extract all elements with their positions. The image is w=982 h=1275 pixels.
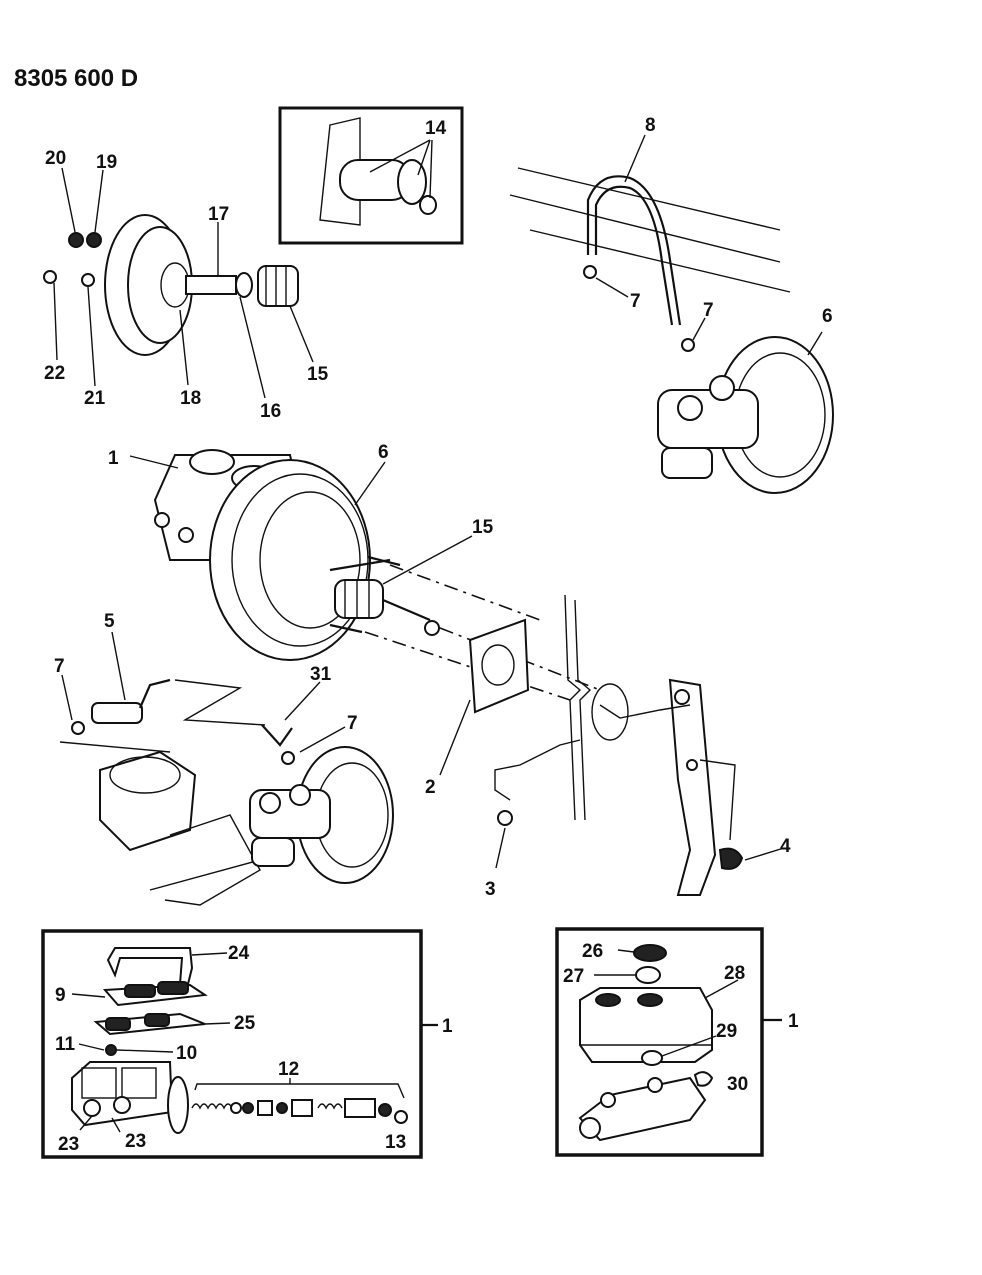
callout-22: 22 bbox=[44, 363, 65, 384]
detail-box-14 bbox=[278, 106, 464, 245]
callout-20: 20 bbox=[45, 148, 66, 169]
callout-5: 5 bbox=[104, 611, 115, 632]
callout-8: 8 bbox=[645, 115, 656, 136]
callout-1-box-right: 1 bbox=[788, 1011, 799, 1032]
clip-4-part bbox=[718, 847, 744, 870]
clamp-7-right bbox=[681, 338, 695, 352]
seal-27-part bbox=[635, 966, 661, 984]
callout-1-box-left: 1 bbox=[442, 1016, 453, 1037]
piston-kit-12-part bbox=[191, 1083, 408, 1124]
callout-13: 13 bbox=[385, 1132, 406, 1153]
washer-22-part bbox=[43, 270, 57, 284]
hose-31-part bbox=[261, 724, 293, 747]
booster-exploded-group bbox=[43, 167, 314, 399]
carburetor-part bbox=[99, 750, 197, 852]
callout-3: 3 bbox=[485, 879, 496, 900]
detail-box-right bbox=[555, 927, 782, 1157]
vacuum-hose-8 bbox=[586, 175, 682, 326]
callout-18: 18 bbox=[180, 388, 201, 409]
callout-21: 21 bbox=[84, 388, 106, 409]
pedal-bracket-part bbox=[668, 678, 717, 896]
callout-23-left: 23 bbox=[58, 1134, 79, 1155]
booster-shell-face bbox=[127, 226, 193, 344]
callout-29: 29 bbox=[716, 1021, 737, 1042]
callout-16: 16 bbox=[260, 401, 281, 422]
booster-6-part bbox=[209, 459, 371, 661]
callout-9: 9 bbox=[55, 985, 66, 1006]
callout-6-upper: 6 bbox=[822, 306, 833, 327]
pin-30-part bbox=[693, 1071, 714, 1087]
callout-1-main: 1 bbox=[108, 448, 119, 469]
cap-26-part bbox=[633, 944, 667, 962]
callout-14: 14 bbox=[425, 118, 447, 139]
drawing-number: 8305 600 D bbox=[14, 65, 138, 92]
callout-30: 30 bbox=[727, 1074, 748, 1095]
boot-15-main-part bbox=[334, 579, 384, 619]
bracket-plate bbox=[319, 117, 361, 226]
callout-27: 27 bbox=[563, 966, 584, 987]
grommet-10-part bbox=[105, 1044, 117, 1056]
firewall bbox=[564, 594, 582, 821]
callout-15-top: 15 bbox=[307, 364, 329, 385]
push-rod-part bbox=[185, 275, 237, 295]
callout-28: 28 bbox=[724, 963, 745, 984]
callout-7-upper-right: 7 bbox=[703, 300, 714, 321]
callout-23-right: 23 bbox=[125, 1131, 146, 1152]
grommet-29-part bbox=[641, 1050, 663, 1066]
nut-20-part bbox=[68, 232, 84, 248]
callout-4: 4 bbox=[780, 836, 791, 857]
gasket-2-part bbox=[468, 618, 530, 714]
callout-25: 25 bbox=[234, 1013, 256, 1034]
boot-15-part bbox=[257, 265, 299, 307]
callout-11: 11 bbox=[55, 1034, 76, 1055]
callout-7-upper-left: 7 bbox=[630, 291, 641, 312]
master-cyl-upper-part bbox=[657, 389, 759, 449]
callout-15-main: 15 bbox=[472, 517, 494, 538]
detail-box-left bbox=[41, 929, 438, 1159]
callout-10: 10 bbox=[176, 1043, 197, 1064]
callout-6-main: 6 bbox=[378, 442, 389, 463]
vacuum-hose-group bbox=[509, 134, 834, 494]
callout-2: 2 bbox=[425, 777, 436, 798]
callout-24: 24 bbox=[228, 943, 250, 964]
callout-31: 31 bbox=[310, 664, 332, 685]
main-assembly-group bbox=[129, 449, 785, 896]
callout-7-left: 7 bbox=[54, 656, 65, 677]
nut-3-part bbox=[497, 810, 513, 826]
retainer-16-part bbox=[235, 272, 253, 298]
callout-17: 17 bbox=[208, 204, 229, 225]
callout-7-center: 7 bbox=[347, 713, 358, 734]
check-valve-5-part bbox=[91, 702, 143, 724]
nut-19-part bbox=[86, 232, 102, 248]
reservoir-28-part bbox=[579, 987, 713, 1063]
clamp-7-left bbox=[583, 265, 597, 279]
callout-19: 19 bbox=[96, 152, 117, 173]
stud-21-part bbox=[81, 273, 95, 287]
callout-12: 12 bbox=[278, 1059, 299, 1080]
callout-26: 26 bbox=[582, 941, 603, 962]
engine-hose-group bbox=[59, 631, 394, 906]
